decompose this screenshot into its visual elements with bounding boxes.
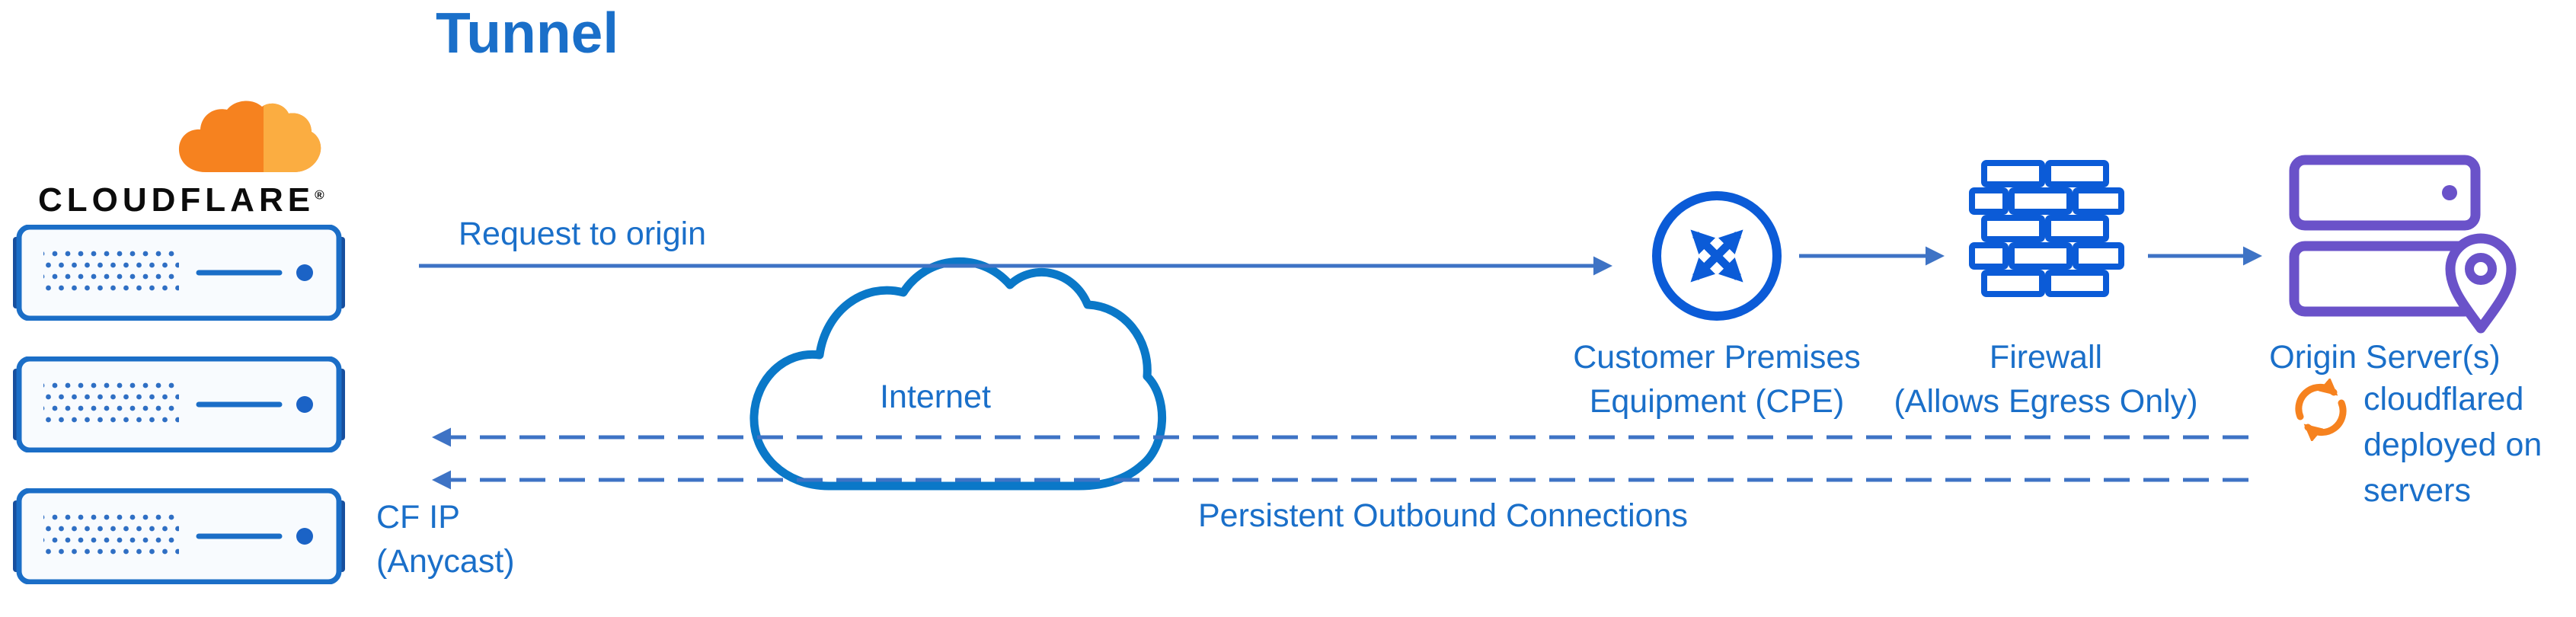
cf-ip-label-line2: (Anycast)	[376, 543, 515, 580]
edge-server-rack-icon	[13, 488, 345, 584]
server-vent-dots	[43, 382, 179, 428]
cpe-label-line2: Equipment (CPE)	[1589, 383, 1845, 420]
edge-server-rack-icon	[13, 225, 345, 321]
cloudflare-logo-cloud-icon	[178, 101, 321, 172]
server-power-led	[296, 528, 313, 545]
cloudflared-label-line2: deployed on	[2363, 427, 2542, 463]
registered-mark: ®	[315, 187, 324, 203]
cf-ip-anycast-label: CF IP (Anycast)	[376, 495, 515, 583]
cf-ip-label-line1: CF IP	[376, 499, 460, 535]
firewall-label-line1: Firewall	[1989, 339, 2103, 376]
server-vent-dots	[43, 514, 179, 560]
origin-servers-label: Origin Server(s)	[2269, 339, 2501, 376]
internet-cloud-icon	[749, 257, 1166, 491]
firewall-brick-icon	[1969, 160, 2124, 297]
firewall-label: Firewall (Allows Egress Only)	[1848, 335, 2244, 424]
cloudflared-sync-icon	[2295, 379, 2347, 441]
persistent-outbound-label: Persistent Outbound Connections	[1198, 497, 1689, 534]
cpe-router-icon	[1652, 191, 1782, 321]
server-power-led	[296, 264, 313, 281]
server-power-led	[296, 396, 313, 413]
server-indicator-dot	[2442, 185, 2457, 200]
cloudflared-label: cloudflared deployed on servers	[2363, 376, 2542, 513]
server-vent-dots	[43, 251, 179, 296]
cloudflared-label-line1: cloudflared	[2363, 381, 2524, 417]
cloudflare-wordmark-text: CLOUDFLARE	[38, 181, 315, 219]
cpe-label-line1: Customer Premises	[1573, 339, 1861, 376]
firewall-label-line2: (Allows Egress Only)	[1894, 383, 2198, 420]
cloudflared-label-line3: servers	[2363, 472, 2471, 509]
cpe-label: Customer Premises Equipment (CPE)	[1526, 335, 1907, 424]
request-to-origin-label: Request to origin	[459, 216, 707, 252]
edge-server-rack-icon	[13, 356, 345, 452]
diagram-title: Tunnel	[436, 1, 619, 65]
location-pin-icon	[2445, 233, 2517, 334]
cloudflare-wordmark: CLOUDFLARE®	[38, 181, 324, 219]
internet-label: Internet	[880, 379, 991, 415]
origin-servers-icon	[2289, 155, 2517, 334]
